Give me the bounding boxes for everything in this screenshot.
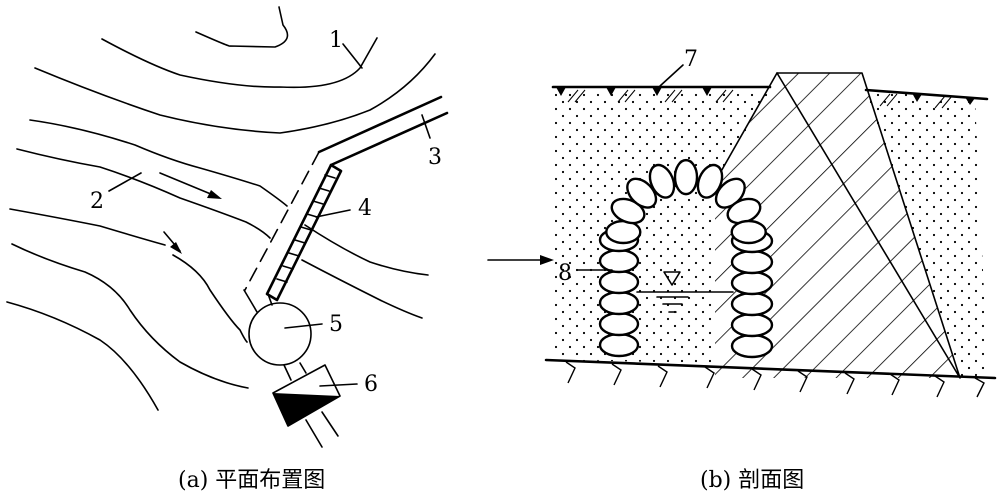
connector [267, 293, 273, 306]
water-level-symbol [663, 271, 681, 286]
arch-stone [696, 163, 724, 199]
label-3: 3 [428, 145, 442, 170]
dashed-boundary [244, 151, 320, 291]
leader-line [284, 323, 323, 329]
contour-line [16, 148, 271, 239]
contour-line [301, 259, 423, 319]
arch-stone [730, 270, 774, 296]
label-1: 1 [329, 28, 343, 53]
leader-line [659, 64, 684, 87]
contour-line [29, 119, 288, 207]
pipe [299, 362, 307, 374]
soil-right [866, 91, 988, 378]
panel-a-plan-layout: 1 2 3 4 5 6 [6, 6, 449, 448]
label-4: 4 [358, 196, 372, 221]
label-5: 5 [329, 312, 343, 337]
stone-arch-tunnel [598, 158, 774, 359]
hatched-conduit [265, 163, 343, 302]
arch-stone [730, 249, 774, 275]
arch-stone [730, 291, 774, 317]
arch-stone [598, 290, 640, 316]
arch-stone [598, 248, 640, 274]
contour-line [11, 243, 249, 389]
diversion-channel [329, 111, 449, 167]
arch-stone [730, 219, 767, 245]
well-circle [248, 302, 312, 366]
arch-stone [626, 177, 658, 209]
dam-outline [714, 72, 778, 183]
caption-panel-a: (a) 平面布置图 [178, 468, 326, 493]
contour-line [9, 208, 166, 246]
label-6: 6 [364, 372, 378, 397]
arch-stone [605, 219, 642, 245]
leader-line [342, 43, 363, 69]
ground-marks [556, 87, 975, 109]
arch-stone [730, 312, 774, 338]
caption-panel-b: (b) 剖面图 [700, 468, 805, 493]
dam-outline [776, 72, 961, 379]
outlet-pipe [321, 411, 339, 437]
contour-line [172, 254, 248, 343]
outlet-pipe [305, 419, 323, 448]
pump-house [272, 364, 341, 427]
flow-arrow [159, 172, 222, 199]
contour-line [101, 37, 378, 89]
leader-line [421, 114, 431, 139]
contour-line [304, 224, 429, 276]
contour-line [34, 53, 436, 134]
panel-b-cross-section: 7 8 [487, 47, 997, 398]
dashed-boundary [243, 289, 258, 313]
arch-stone [730, 333, 774, 359]
pipe [283, 364, 292, 381]
label-8: 8 [558, 261, 572, 286]
arch-stone [598, 332, 640, 358]
label-7: 7 [684, 47, 698, 72]
bedrock-marks [565, 361, 985, 398]
label-2: 2 [90, 189, 104, 214]
flow-arrow [487, 255, 554, 265]
arch-stone [673, 158, 699, 196]
flow-arrow [163, 231, 182, 254]
diversion-channel [317, 95, 443, 154]
contour-line [6, 301, 159, 411]
arch-stone [598, 269, 640, 295]
leader-line [108, 172, 142, 192]
leader-line [319, 383, 358, 387]
bedrock-line [544, 358, 997, 380]
arch-stone [648, 163, 676, 199]
leader-line [315, 209, 351, 218]
arch-stone [598, 311, 640, 337]
contour-line [195, 6, 289, 48]
